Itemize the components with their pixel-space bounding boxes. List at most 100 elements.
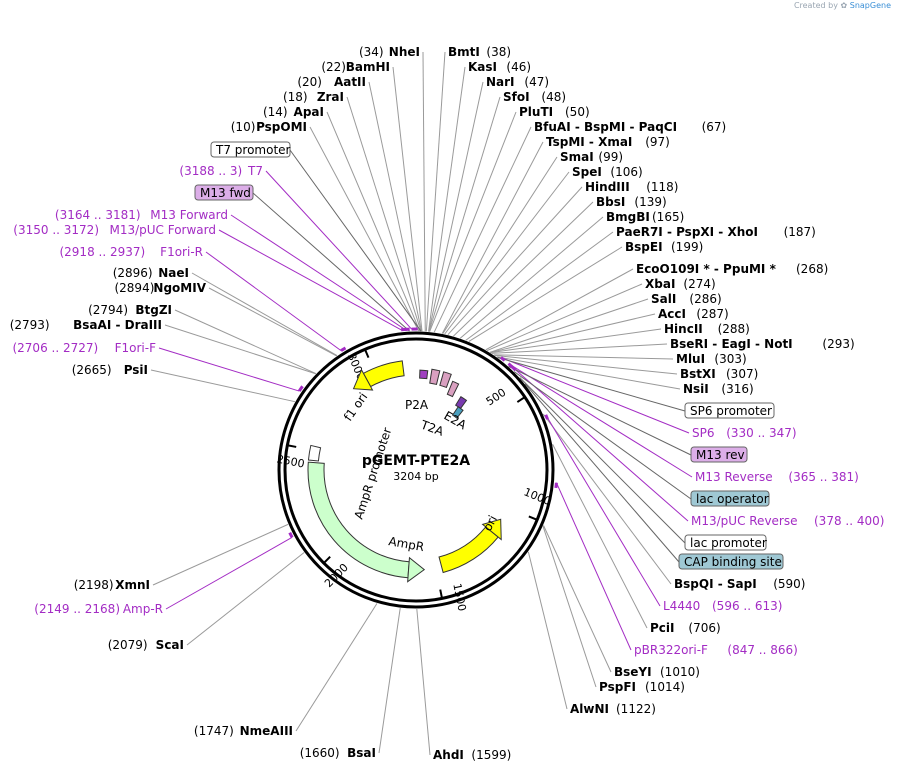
sp6-promoter-box [684,402,775,419]
lac-promoter-box [684,534,767,551]
enzyme-leader [490,328,662,354]
enzyme-leader [490,313,656,353]
f1-ori-arrow [362,360,405,388]
enzyme-name: TspMI - XmaI [546,135,632,149]
enzyme-name: AatII [334,75,366,89]
enzyme-leader [416,608,431,756]
plasmid-length: 3204 bp [393,470,438,483]
enzyme-leader [552,444,648,629]
credit-prefix: Created by [793,1,838,10]
primer-leader [508,363,693,478]
backbone-outer [277,331,555,609]
enzyme-name: BstXI [680,367,716,381]
enzyme-name: XmnI [115,578,150,592]
ampr-arrow [307,461,410,579]
enzyme-name: ApaI [294,105,324,119]
f1-ori-label: f1 ori [341,390,370,424]
enzyme-leader [441,141,544,334]
primer-leader [555,482,632,651]
enzyme-position: (274) [683,277,715,291]
enzyme-leader [174,309,317,375]
feature-leader [252,192,410,332]
feature-leader [519,377,686,544]
enzyme-leader [468,246,623,342]
enzyme-position: (14) [263,105,288,119]
enzyme-leader [491,343,668,354]
enzyme-position: (706) [688,621,720,635]
ori-arrow-head [481,518,502,541]
enzyme-name: NarI [486,75,515,89]
enzyme-leader [428,96,501,332]
primer-name: F1ori-R [160,245,203,259]
enzyme-name: EcoO109I * - PpuMI * [636,262,777,276]
enzyme-leader [425,51,446,332]
enzyme-position: (590) [773,577,805,591]
enzyme-leader [326,111,421,332]
e2a-arrow [439,371,452,389]
feature-shapes [307,360,502,583]
scale-tick [516,396,526,403]
primer-leader [158,347,300,392]
scale-tick-label: 500 [484,386,509,408]
primer-name: L4440 [663,599,700,613]
enzyme-position: (97) [645,135,670,149]
feature-leader [508,365,692,456]
enzyme-leader [295,603,378,732]
enzyme-leader [422,51,426,332]
primer-bar [340,346,347,352]
enzyme-name: BfuAI - BspMI - PaqCI [534,120,677,134]
primer-name: M13 Forward [150,208,228,222]
enzyme-leader [392,66,423,332]
enzyme-position: (1010) [660,665,700,679]
enzyme-position: (99) [598,150,623,164]
enzyme-leader [444,171,570,335]
enzyme-leader [309,126,420,332]
enzyme-name: NheI [389,45,420,59]
enzyme-position: (1122) [616,702,656,716]
credit-brand: SnapGene [849,1,891,10]
primer-name: M13/pUC Reverse [691,514,798,528]
enzyme-leader [442,156,558,334]
enzyme-name: BbsI [596,195,625,209]
t7-promoter-box [210,141,291,158]
enzyme-name: AhdI [433,748,464,762]
enzyme-name: BmtI [448,45,480,59]
ampr-label: AmpR [387,534,425,554]
enzyme-leader [494,354,678,375]
scale-tick-label: 1500 [450,582,468,612]
primer-range: (2706 .. 2727) [12,341,98,355]
enzyme-leader [486,283,643,352]
backbone-inner [283,337,549,603]
primer-name: M13 Reverse [695,470,773,484]
primer-range: (378 .. 400) [814,514,884,528]
enzyme-name: XbaI [645,277,675,291]
enzyme-leader [542,526,597,688]
plasmid-name: pGEMT-PTE2A [362,453,470,469]
enzyme-position: (22) [321,60,346,74]
enzyme-name: SfoI [503,90,530,104]
feature-leader [513,371,692,500]
site-labels: NheI(34)BamHI(22)AatII(20)ZraI(18)ApaI(1… [10,45,885,762]
enzyme-position: (2079) [108,638,148,652]
primer-range: (847 .. 866) [727,643,797,657]
enzyme-name: BsaAI - DraIII [73,318,162,332]
enzyme-position: (46) [506,60,531,74]
enzyme-position: (2794) [88,303,128,317]
primer-range: (3150 .. 3172) [13,223,99,237]
enzyme-position: (47) [524,75,549,89]
lac-operator-mark [451,406,464,419]
primer-leader [500,357,690,434]
enzyme-leader [429,111,517,332]
enzyme-name: KasI [468,60,497,74]
enzyme-position: (2896) [113,266,153,280]
primer-name: SP6 [692,426,715,440]
scale-tick [439,589,444,599]
enzyme-position: (1599) [471,748,511,762]
enzyme-name: ZraI [317,90,344,104]
p2a-label: P2A [405,398,429,412]
enzyme-name: BspQI - SapI [674,577,757,591]
scale-tick [364,348,370,359]
enzyme-position: (50) [565,105,590,119]
enzyme-name: PluTI [519,105,553,119]
t7-promoter-label: T7 promoter [215,143,291,157]
